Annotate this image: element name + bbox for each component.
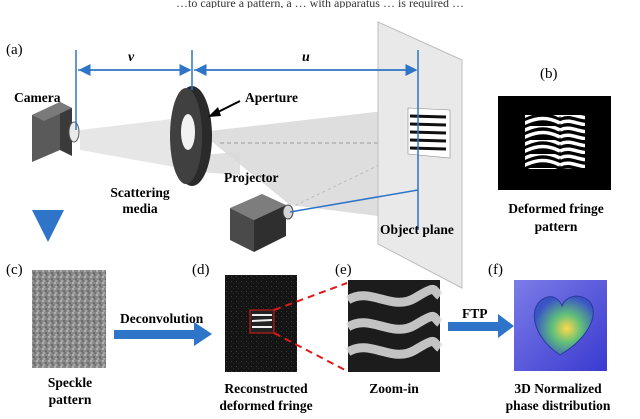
deformed-fringe-image [498,96,611,190]
zoom-in-label: Zoom-in [369,381,419,396]
projector-label: Projector [224,170,279,185]
normalized-label-line1: 3D Normalized [514,381,602,396]
aperture-pointer [208,100,241,117]
reconstructed-label-line1: Reconstructed [224,381,308,396]
speckle-pattern-image [32,270,106,368]
projector-icon [230,194,294,252]
projected-fringes [409,114,447,151]
reconstructed-label-line2: deformed fringe [219,398,313,413]
scattering-label-line2: media [122,201,158,216]
panel-label-a: (a) [6,42,23,58]
aperture-label: Aperture [245,90,298,105]
camera-icon [32,102,80,162]
object-plane-label: Object plane [380,222,454,237]
panel-label-b: (b) [540,66,558,82]
scattering-label-line1: Scattering [110,185,170,200]
deconvolution-label: Deconvolution [120,311,204,326]
u-label: u [302,50,310,65]
ftp-label: FTP [462,306,488,321]
aperture-icon [170,86,212,186]
ftp-arrow [448,314,514,338]
v-label: v [128,50,135,65]
phase-distribution-image [514,280,607,371]
distance-markers [75,50,419,230]
speckle-label-line2: pattern [48,392,92,407]
deformed-fringe-label-line1: Deformed fringe [508,201,604,216]
reconstructed-fringe-image [225,275,297,372]
object-plane [377,21,463,289]
deformed-fringe-label-line2: pattern [534,219,578,234]
panel-label-d: (d) [192,262,210,278]
normalized-label-line2: phase distribution [505,398,611,413]
deconvolution-arrow [114,322,212,346]
speckle-label-line1: Speckle [47,375,93,390]
panel-label-e: (e) [335,262,352,278]
top-caption-fragment: …to capture a pattern, a … with apparatu… [176,0,464,8]
panel-label-c: (c) [6,262,23,278]
panel-label-f: (f) [488,262,503,278]
zoom-in-image [345,280,444,372]
zoom-lines [273,282,348,372]
camera-label: Camera [14,90,61,105]
